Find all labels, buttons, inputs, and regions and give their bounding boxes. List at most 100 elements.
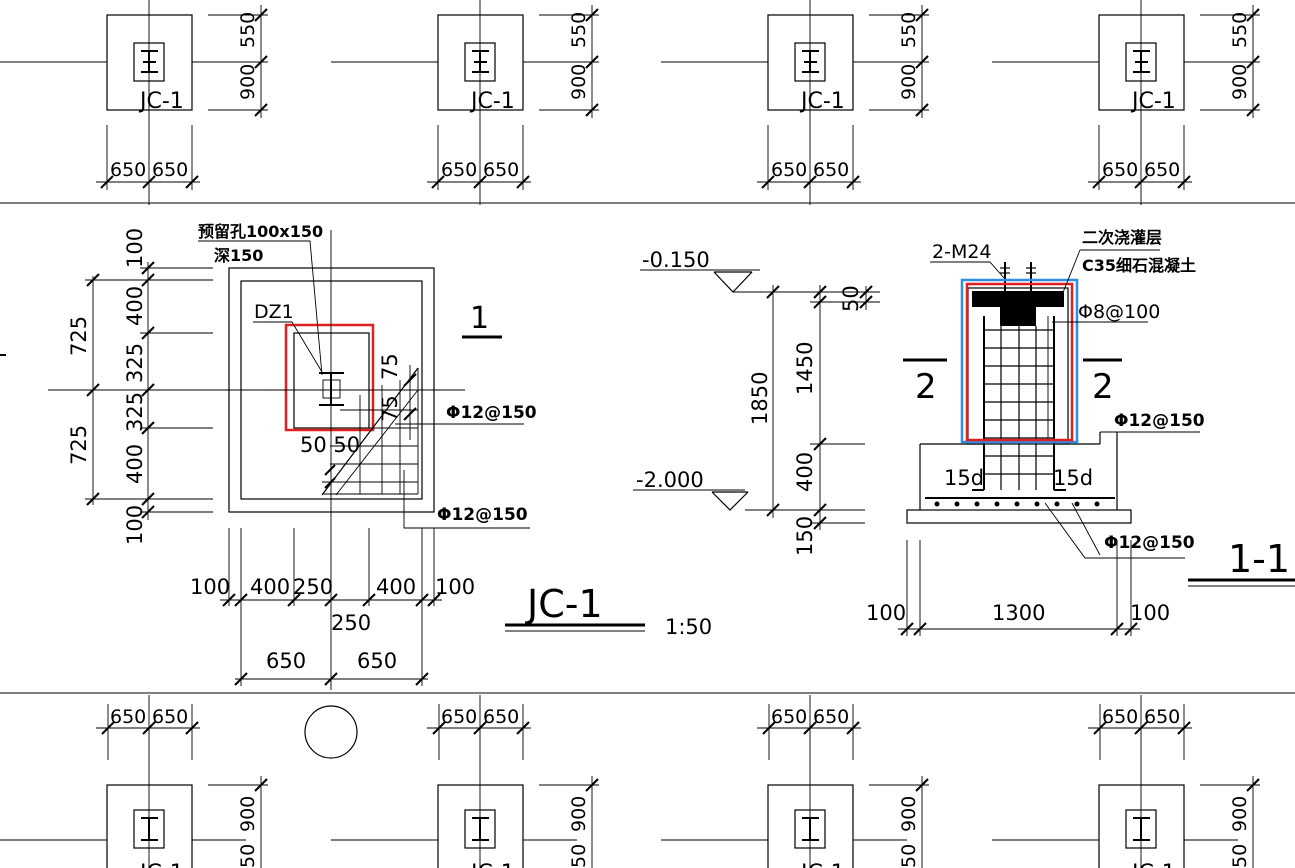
svg-text:1300: 1300 (992, 601, 1045, 625)
hole-depth-label: 深150 (214, 246, 263, 265)
dim-900: 900 (1229, 64, 1251, 100)
dim-550: 550 (568, 12, 590, 48)
footing-label: JC-1 (799, 89, 845, 114)
plan-left-dims: 100 400 325 325 400 100 725 725 (67, 228, 213, 545)
stirrup-label: Φ8@100 (1078, 301, 1160, 323)
svg-text:400: 400 (376, 575, 416, 599)
svg-text:250: 250 (293, 575, 333, 599)
svg-text:900: 900 (237, 796, 259, 832)
svg-text:650: 650 (441, 706, 477, 728)
dim-650-right: 650 (1144, 159, 1180, 181)
elev-1850: 1850 (748, 372, 772, 425)
plan-bottom-dims: 100 400 250 400 100 250 650 650 (190, 528, 475, 686)
plan-scale: 1:50 (665, 615, 712, 639)
dim-650-left: 650 (110, 159, 146, 181)
footing-label: JC-1 (138, 89, 184, 114)
footing-repeat-bottom-3: 650 650 900 50 JC-1 (660, 694, 930, 868)
cushion-layer (906, 509, 1132, 524)
svg-text:650: 650 (813, 706, 849, 728)
dim-650-right: 650 (152, 159, 188, 181)
svg-text:250: 250 (331, 611, 371, 635)
rebar-cage (972, 316, 1066, 491)
dim-550: 550 (898, 12, 920, 48)
svg-text:400: 400 (123, 286, 147, 326)
svg-text:100: 100 (1130, 601, 1170, 625)
dim-650-left: 650 (441, 159, 477, 181)
cut-mark-right: 2 (1092, 367, 1114, 407)
dim-900: 900 (898, 64, 920, 100)
svg-text:650: 650 (483, 706, 519, 728)
dim-650-right: 650 (813, 159, 849, 181)
footing-repeat-bottom-1: 650 650 900 50 JC-1 (0, 694, 269, 868)
dim-650-left: 650 (771, 159, 807, 181)
svg-text:JC-1: JC-1 (1130, 861, 1176, 868)
anchor-left: 15d (944, 466, 984, 490)
plan-view-jc1: 预留孔100x150 深150 DZ1 1 100 (48, 222, 712, 759)
highlight-box-red (965, 282, 1074, 442)
svg-text:100: 100 (435, 575, 475, 599)
dim-650-left: 650 (1102, 159, 1138, 181)
level-bottom: -2.000 (636, 468, 704, 492)
svg-text:100: 100 (123, 505, 147, 545)
svg-text:100: 100 (123, 228, 147, 268)
bolt-label: 2-M24 (932, 241, 992, 263)
svg-text:725: 725 (67, 425, 91, 465)
svg-text:650: 650 (152, 706, 188, 728)
svg-text:650: 650 (771, 706, 807, 728)
elev-50: 50 (839, 285, 863, 312)
elev-400: 400 (793, 452, 817, 492)
dim-550: 550 (237, 12, 259, 48)
elevation-diagram: -0.150 -2.000 1850 1450 400 50 150 (633, 248, 880, 556)
svg-text:650: 650 (1144, 706, 1180, 728)
dim-900: 900 (568, 64, 590, 100)
rebar-callout-2: Φ12@150 (437, 505, 528, 525)
footing-repeat-bottom-4: 650 650 900 50 JC-1 (991, 694, 1261, 868)
svg-text:50: 50 (568, 844, 590, 868)
plan-rebar-hatch (321, 367, 419, 496)
pedestal-outline (293, 332, 370, 429)
elev-1450: 1450 (793, 342, 817, 395)
section-mark-1: 1 (470, 301, 489, 336)
svg-text:JC-1: JC-1 (469, 861, 515, 868)
highlight-box-plan (284, 323, 375, 432)
svg-text:JC-1: JC-1 (799, 861, 845, 868)
footing-repeat-top-2: JC-1 550 900 650 650 (330, 0, 600, 206)
dim-900: 900 (237, 64, 259, 100)
svg-text:650: 650 (1102, 706, 1138, 728)
svg-text:650: 650 (357, 649, 397, 673)
svg-text:650: 650 (266, 649, 306, 673)
footing-label: JC-1 (469, 89, 515, 114)
level-top: -0.150 (642, 248, 710, 272)
svg-text:400: 400 (123, 444, 147, 484)
footing-repeat-bottom-2: 650 650 900 50 JC-1 (330, 694, 600, 868)
svg-text:100: 100 (190, 575, 230, 599)
svg-text:75: 75 (378, 395, 402, 422)
hole-label: 预留孔100x150 (198, 222, 323, 241)
highlight-box-blue (960, 278, 1079, 444)
svg-text:JC-1: JC-1 (138, 861, 184, 868)
elev-150: 150 (793, 516, 817, 556)
rebar-callout-1: Φ12@150 (446, 403, 537, 423)
column-label: DZ1 (254, 301, 294, 323)
dim-650-right: 650 (483, 159, 519, 181)
svg-text:900: 900 (1229, 796, 1251, 832)
svg-text:75: 75 (378, 353, 402, 380)
footing-repeat-top-4: JC-1 550 900 650 650 (991, 0, 1261, 206)
svg-text:900: 900 (898, 796, 920, 832)
grout-material: C35细石混凝土 (1082, 256, 1196, 275)
axis-bubble (304, 705, 358, 759)
pedestal-rebar-label: Φ12@150 (1114, 411, 1205, 431)
svg-text:50: 50 (237, 844, 259, 868)
plan-title: JC-1 (525, 582, 603, 626)
svg-text:650: 650 (110, 706, 146, 728)
base-plate (972, 291, 1064, 307)
footing-label: JC-1 (1130, 89, 1176, 114)
svg-text:100: 100 (866, 601, 906, 625)
anchor-right: 15d (1053, 466, 1093, 490)
svg-text:50: 50 (1229, 844, 1251, 868)
base-rebar-label: Φ12@150 (1104, 533, 1195, 553)
grout-label: 二次浇灌层 (1082, 228, 1162, 247)
svg-text:725: 725 (67, 316, 91, 356)
cut-mark-left: 2 (915, 367, 937, 407)
svg-text:325: 325 (123, 343, 147, 383)
